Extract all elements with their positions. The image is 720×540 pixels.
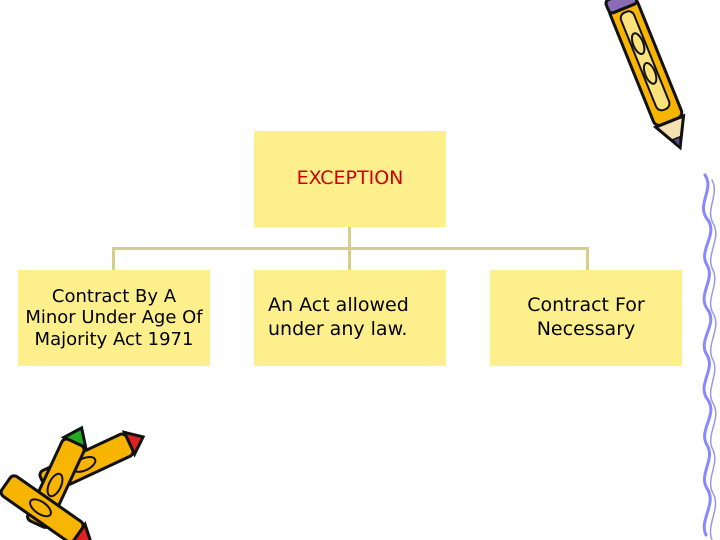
crayons-icon (0, 425, 150, 535)
pencil-icon (600, 0, 710, 165)
